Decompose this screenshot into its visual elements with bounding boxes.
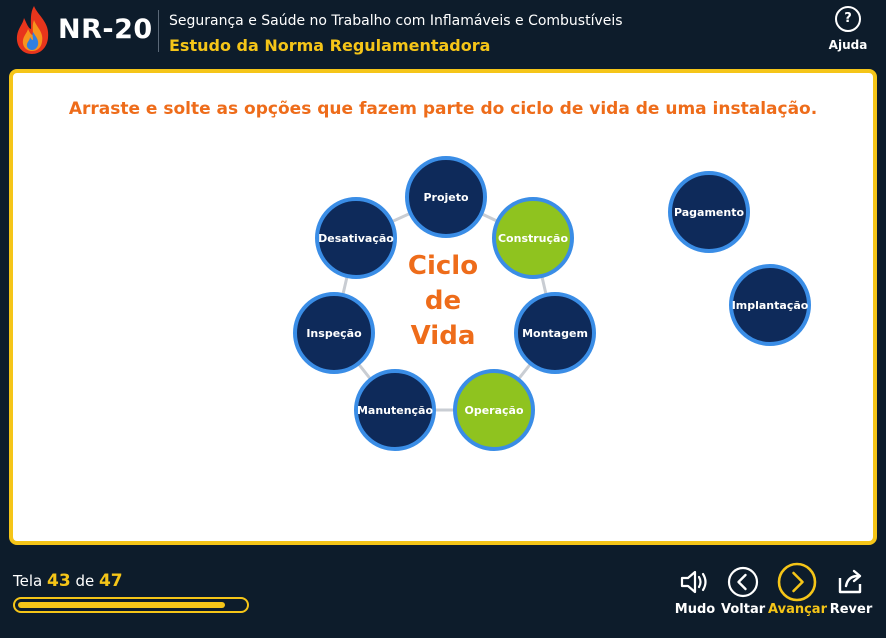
replay-button[interactable]: Rever bbox=[829, 565, 873, 617]
screen-counter: Tela 43 de 47 bbox=[13, 571, 123, 591]
cycle-node-construcao[interactable]: Construção bbox=[492, 197, 574, 279]
node-label: Manutenção bbox=[356, 403, 434, 417]
header-divider bbox=[158, 10, 159, 52]
option-label: Pagamento bbox=[673, 205, 745, 219]
node-label: Construção bbox=[497, 231, 569, 245]
mute-button[interactable]: Mudo bbox=[673, 565, 717, 617]
help-icon: ? bbox=[835, 6, 861, 32]
screen-sep: de bbox=[75, 572, 95, 590]
module-title: Estudo da Norma Regulamentadora bbox=[169, 36, 491, 55]
cycle-node-projeto[interactable]: Projeto bbox=[405, 156, 487, 238]
back-label: Voltar bbox=[721, 602, 766, 617]
cycle-node-montagem[interactable]: Montagem bbox=[514, 292, 596, 374]
node-label: Inspeção bbox=[306, 326, 362, 340]
progress-fill bbox=[18, 602, 225, 608]
progress-bar bbox=[13, 597, 249, 613]
course-title: Segurança e Saúde no Trabalho com Inflam… bbox=[169, 13, 623, 29]
drag-option-pagamento[interactable]: Pagamento bbox=[668, 171, 750, 253]
screen-current: 43 bbox=[46, 571, 71, 591]
option-label: Implantação bbox=[731, 298, 809, 312]
screen-total: 47 bbox=[98, 571, 123, 591]
app-logo: NR-20 bbox=[12, 4, 162, 56]
cycle-node-manutencao[interactable]: Manutenção bbox=[354, 369, 436, 451]
node-label: Projeto bbox=[423, 190, 469, 204]
chevron-left-icon bbox=[727, 566, 759, 598]
back-button[interactable]: Voltar bbox=[721, 565, 765, 617]
cycle-center-label: Ciclo de Vida bbox=[383, 249, 503, 354]
cycle-node-inspecao[interactable]: Inspeção bbox=[293, 292, 375, 374]
node-label: Montagem bbox=[522, 326, 588, 340]
replay-label: Rever bbox=[829, 602, 873, 617]
help-label: Ajuda bbox=[828, 38, 868, 52]
chevron-right-icon bbox=[777, 562, 817, 602]
drag-option-implantacao[interactable]: Implantação bbox=[729, 264, 811, 346]
center-line-1: Ciclo bbox=[407, 251, 479, 281]
help-button[interactable]: ? Ajuda bbox=[826, 6, 870, 54]
flame-icon bbox=[16, 6, 49, 54]
speaker-icon bbox=[680, 570, 707, 594]
center-line-3: Vida bbox=[410, 321, 476, 351]
screen-prefix: Tela bbox=[13, 572, 43, 590]
mute-label: Mudo bbox=[674, 602, 716, 617]
node-label: Desativação bbox=[318, 231, 394, 245]
node-label: Operação bbox=[464, 403, 524, 417]
cycle-node-desativacao[interactable]: Desativação bbox=[315, 197, 397, 279]
next-button[interactable]: Avançar bbox=[768, 562, 827, 617]
next-label: Avançar bbox=[768, 602, 827, 617]
replay-icon bbox=[838, 569, 862, 594]
cycle-node-operacao[interactable]: Operação bbox=[453, 369, 535, 451]
activity-panel: Arraste e solte as opções que fazem part… bbox=[9, 69, 877, 545]
instruction-text: Arraste e solte as opções que fazem part… bbox=[68, 99, 818, 119]
center-line-2: de bbox=[424, 286, 462, 316]
logo-text: NR-20 bbox=[58, 14, 153, 45]
